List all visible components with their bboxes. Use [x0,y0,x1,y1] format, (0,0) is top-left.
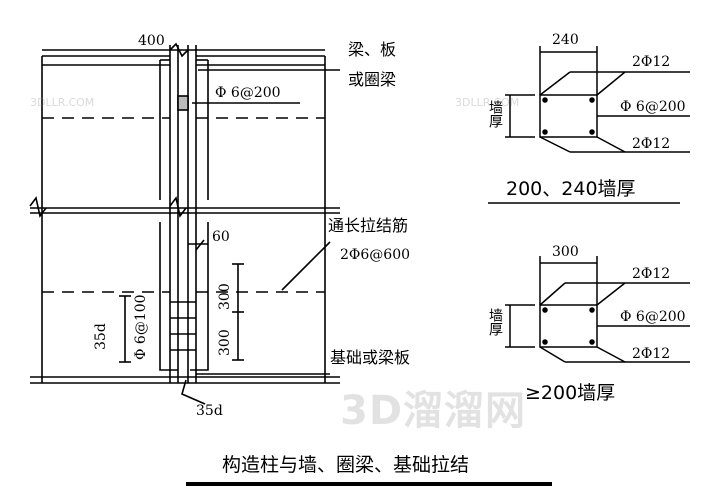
foundation-label: 基础或梁板 [330,348,411,367]
section-240 [488,46,690,204]
dim-60-label: 60 [212,229,230,245]
page-title: 构造柱与墙、圈梁、基础拉结 [222,454,470,476]
watermark-text-1: 3DLLR.COM [30,96,95,109]
watermark-text-2: 3DLLR.COM [455,96,520,109]
bar-2phi12-top-2: 2Φ12 [632,136,671,152]
bar-2phi12-bottom-2: 2Φ12 [632,346,671,362]
dim-300-upper: 300 [217,283,233,310]
dim-240-label: 240 [552,32,579,48]
beam-label-line2: 或圈梁 [348,70,397,89]
dim-35d-bottom: 35d [196,403,223,419]
dim-35d-left: 35d [93,323,109,350]
wall-thickness-label-top: 墙厚 [487,100,503,128]
dim-300-lower: 300 [217,329,233,356]
caption-300: ≥200墙厚 [525,382,616,404]
tie-label-line1: 通长拉结筋 [328,216,409,235]
watermark-brand: 3D溜溜网 [340,388,527,434]
left-detail-lines [29,42,340,405]
caption-240: 200、240墙厚 [506,178,636,200]
stirrup-100-label: Φ 6@100 [133,294,149,360]
title-underline [186,482,552,486]
section-300 [505,256,690,363]
tie-label-line2: 2Φ6@600 [340,247,411,263]
stirrup-200-label-bottom: Φ 6@200 [620,309,686,325]
stirrup-200-label-top: Φ 6@200 [620,99,686,115]
wall-thickness-label-bottom: 墙厚 [487,308,503,336]
stirrup-200-label: Φ 6@200 [215,85,281,101]
dim-300-label: 300 [552,244,579,260]
dim-400-label: 400 [138,33,165,49]
bar-2phi12-bottom-1: 2Φ12 [632,266,671,282]
bar-2phi12-top-1: 2Φ12 [632,54,671,70]
beam-label-line1: 梁、板 [348,40,397,59]
